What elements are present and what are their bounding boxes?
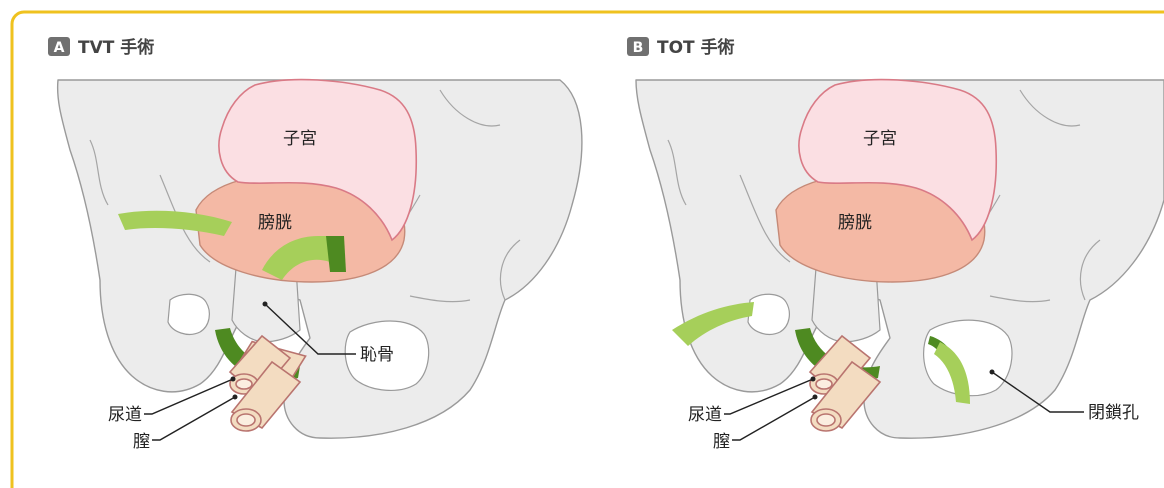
label-vagina-b: 膣 <box>713 432 730 452</box>
label-pubic-bone: 恥骨 <box>360 345 394 365</box>
badge-a-letter: A <box>54 40 65 56</box>
label-uterus-a: 子宮 <box>283 129 317 149</box>
label-bladder-a: 膀胱 <box>258 213 292 233</box>
label-bladder-b: 膀胱 <box>838 213 872 233</box>
left-foramen-a <box>168 294 209 334</box>
left-foramen-b <box>748 294 789 334</box>
panel-a: A TVT 手術 子宮 膀胱 恥骨 尿道 膣 <box>48 37 582 452</box>
panel-a-title: TVT 手術 <box>78 37 154 58</box>
panel-a-header: A TVT 手術 <box>48 37 154 58</box>
label-urethra-a: 尿道 <box>108 405 142 425</box>
panel-b-title: TOT 手術 <box>657 37 735 58</box>
label-urethra-b: 尿道 <box>688 405 722 425</box>
label-obturator: 閉鎖孔 <box>1088 403 1139 423</box>
badge-b-letter: B <box>633 40 644 56</box>
panel-b: B TOT 手術 子宮 膀胱 尿道 膣 閉鎖孔 <box>627 37 1164 452</box>
label-vagina-a: 膣 <box>133 432 150 452</box>
label-uterus-b: 子宮 <box>863 129 897 149</box>
panel-b-header: B TOT 手術 <box>627 37 735 58</box>
